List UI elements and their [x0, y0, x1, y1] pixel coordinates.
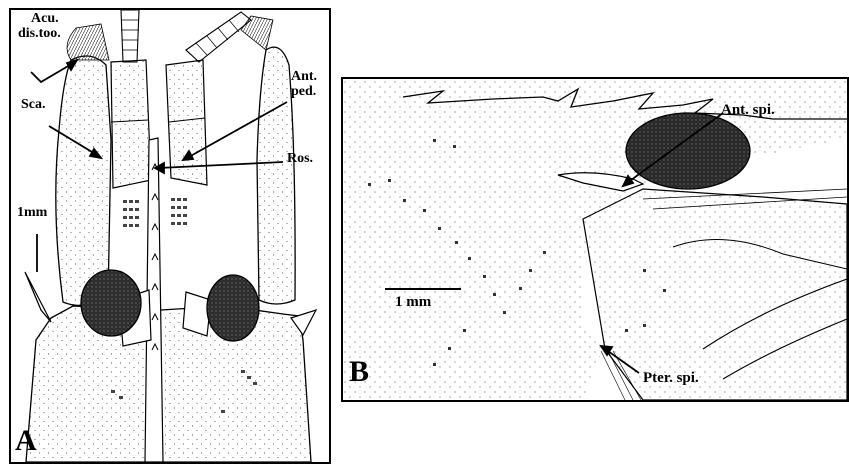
left-lateral-spine: [25, 272, 51, 322]
panel-b-letter: B: [349, 355, 369, 389]
label-acu-line2: dis.too.: [18, 27, 61, 42]
left-flagellum: [121, 10, 139, 62]
label-ant-ped-line1: Ant.: [291, 70, 317, 85]
panel-b-drawing: [343, 79, 847, 400]
label-acu-line1: Acu.: [31, 12, 61, 27]
label-pter-spi: Pter. spi.: [643, 371, 699, 387]
label-ant-ped: Ant. ped.: [291, 70, 317, 99]
left-scaphocerite: [56, 56, 111, 306]
label-scale-b: 1 mm: [395, 295, 431, 311]
label-acu-dis-too: Acu. dis.too.: [31, 12, 61, 41]
label-ros: Ros.: [287, 152, 313, 167]
panel-a-letter: A: [15, 424, 37, 458]
panel-a: Acu. dis.too. Sca. Ant. ped. Ros. 1mm A: [9, 8, 331, 464]
left-eye: [81, 270, 141, 336]
panel-a-drawing: [11, 10, 329, 462]
eye-b: [626, 113, 750, 189]
right-eye: [207, 275, 259, 341]
label-scale-a: 1mm: [17, 206, 47, 221]
carapace: [26, 306, 311, 462]
label-ant-ped-line2: ped.: [291, 85, 317, 100]
label-sca: Sca.: [21, 98, 46, 113]
right-scaphocerite: [257, 47, 295, 304]
right-flagellum: [186, 12, 251, 62]
label-ant-spi: Ant. spi.: [721, 103, 775, 119]
panel-b: Ant. spi. Pter. spi. 1 mm B: [341, 77, 849, 402]
left-antennular-peduncle: [111, 60, 151, 188]
